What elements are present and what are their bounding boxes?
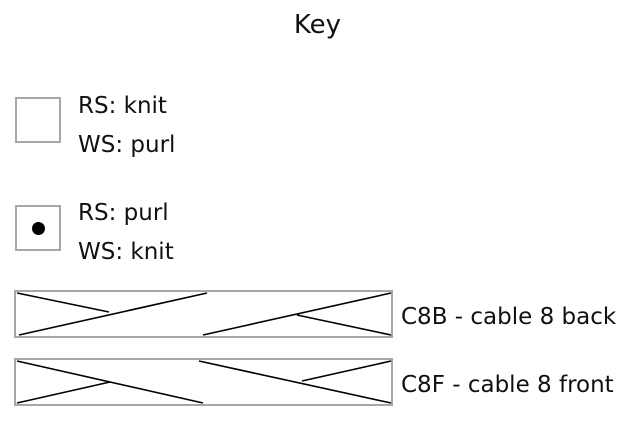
purl-ws-label: WS: knit — [78, 239, 174, 265]
knit-rs-label: RS: knit — [78, 93, 167, 119]
cable-8-back-symbol — [14, 290, 393, 338]
key-title: Key — [293, 10, 342, 40]
knit-ws-label: WS: purl — [78, 132, 176, 158]
purl-dot-icon — [32, 222, 45, 235]
cable-8-front-label: C8F - cable 8 front — [401, 372, 614, 398]
cable-8-front-symbol — [14, 358, 393, 406]
purl-symbol — [15, 205, 61, 251]
purl-rs-label: RS: purl — [78, 200, 169, 226]
cable-8-back-label: C8B - cable 8 back — [401, 304, 617, 330]
knit-symbol — [15, 97, 61, 143]
